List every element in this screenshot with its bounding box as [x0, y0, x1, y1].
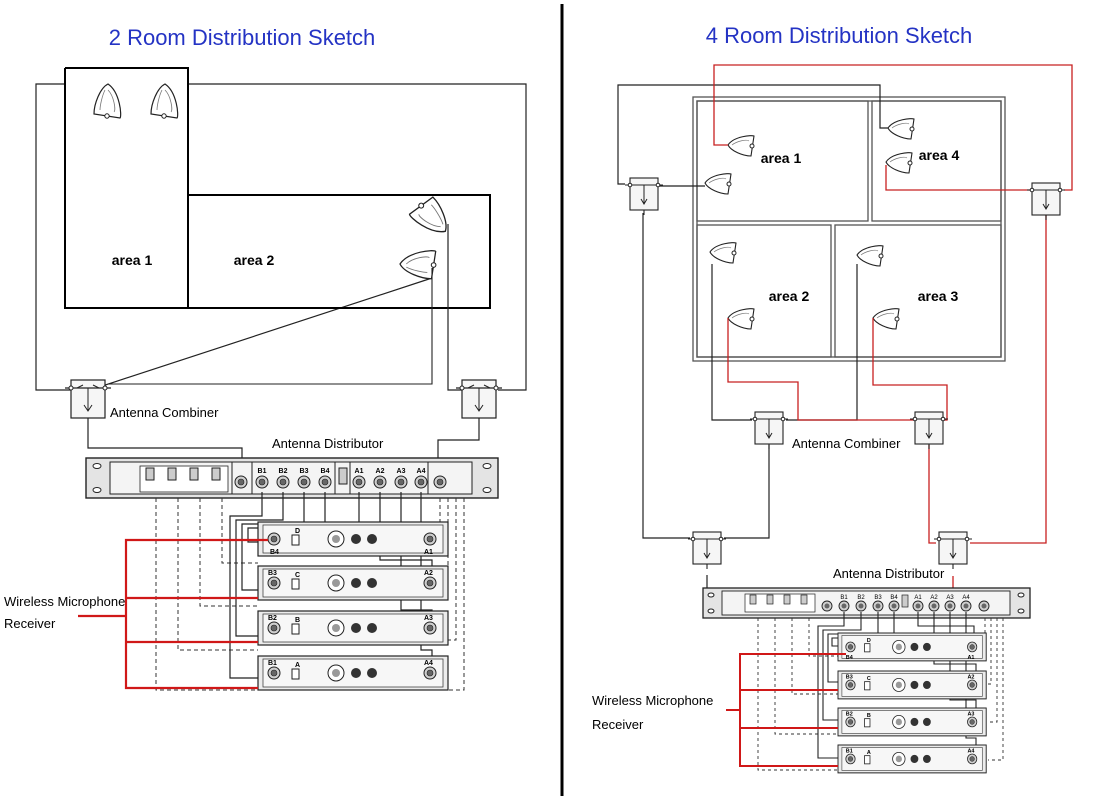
left-rcv-2-channel: C [295, 572, 300, 579]
left-port-b4: B4 [321, 468, 330, 475]
left-panel: 2 Room Distribution Sketch area 1 area 2… [4, 25, 527, 691]
left-port-a4: A4 [417, 468, 426, 475]
right-receiver-1: D B4 A1 [837, 632, 987, 662]
right-combiner-low-b [933, 531, 973, 570]
right-rcv-4-b: B1 [846, 748, 853, 754]
right-title: 4 Room Distribution Sketch [706, 23, 973, 48]
right-port-a3: A3 [946, 595, 954, 601]
left-receiver-2: C B3 A2 [257, 565, 449, 601]
right-rcv-4-a: A4 [967, 748, 975, 754]
left-receiver-label-line2: Receiver [4, 616, 56, 631]
right-rcv-3-b: B2 [846, 711, 853, 717]
right-receiver-4: A B1 A4 [837, 744, 987, 774]
right-rcv-2-b: B3 [846, 674, 853, 680]
left-port-b3: B3 [300, 468, 309, 475]
right-rcv-2-channel: C [867, 676, 871, 682]
right-combiner-mid-b [909, 411, 949, 450]
right-port-b4: B4 [890, 595, 898, 601]
left-rcv-3-b: B2 [268, 615, 277, 622]
right-antenna-4b [885, 152, 913, 174]
left-receiver-label-line1: Wireless Microphone [4, 594, 125, 609]
left-rcv-1-a: A1 [424, 549, 433, 556]
left-rcv-4-channel: A [295, 662, 300, 669]
right-area-3: area 3 [918, 288, 959, 304]
left-port-b1: B1 [258, 468, 267, 475]
left-rcv-3-channel: B [295, 617, 300, 624]
right-rcv-1-a: A1 [967, 655, 974, 661]
right-rcv-1-b: B4 [846, 655, 854, 661]
left-rcv-4-b: B1 [268, 660, 277, 667]
left-rcv-1-b: B4 [270, 549, 279, 556]
right-combiner-left [624, 177, 664, 216]
left-rcv-4-a: A4 [424, 660, 433, 667]
left-distributor-label: Antenna Distributor [272, 436, 384, 451]
left-rcv-1-channel: D [295, 528, 300, 535]
left-antenna-3 [408, 193, 457, 242]
left-receiver-1: D B4 A1 [257, 521, 449, 557]
left-title: 2 Room Distribution Sketch [109, 25, 376, 50]
right-antenna-2b [727, 308, 755, 330]
left-rooms [64, 67, 491, 309]
left-port-b2: B2 [279, 468, 288, 475]
right-combiner-low-a [687, 531, 727, 570]
left-combiner-a [64, 379, 112, 425]
right-area-4: area 4 [919, 147, 960, 163]
right-antenna-2a [709, 242, 737, 264]
right-antenna-1a [727, 135, 755, 157]
right-antenna-4a [887, 118, 915, 140]
right-distributor: B1 B2 B3 B4 A1 A2 A3 A4 [702, 587, 1031, 619]
right-rcv-3-a: A3 [967, 711, 974, 717]
right-antenna-3b [872, 308, 900, 330]
right-port-a2: A2 [930, 595, 938, 601]
right-combiner-right [1026, 182, 1066, 221]
left-distributor: B1 B2 B3 B4 A1 A2 A3 A4 [85, 457, 499, 499]
left-antenna-2 [150, 83, 179, 119]
right-receiver-label-line2: Receiver [592, 717, 644, 732]
left-port-a2: A2 [376, 468, 385, 475]
right-combiner-mid-a [749, 411, 789, 450]
right-rcv-3-channel: B [867, 713, 871, 719]
right-area-1: area 1 [761, 150, 802, 166]
left-rcv-2-b: B3 [268, 570, 277, 577]
left-area-1: area 1 [112, 252, 153, 268]
right-panel: 4 Room Distribution Sketch area 1 area 4… [592, 23, 1073, 774]
left-antenna-1 [93, 83, 122, 119]
right-rcv-2-a: A2 [967, 674, 974, 680]
right-rcv-1-channel: D [867, 638, 871, 644]
right-antenna-1b [704, 173, 732, 195]
right-rcv-4-channel: A [867, 750, 871, 756]
right-rooms [692, 96, 1006, 362]
left-receiver-4: A B1 A4 [257, 655, 449, 691]
left-port-a1: A1 [355, 468, 364, 475]
left-combiner-b [455, 379, 503, 425]
right-receiver-2: C B3 A2 [837, 670, 987, 700]
right-combiner-label: Antenna Combiner [792, 436, 901, 451]
right-receiver-label-line1: Wireless Microphone [592, 693, 713, 708]
right-port-b2: B2 [857, 595, 865, 601]
right-area-2: area 2 [769, 288, 810, 304]
left-rcv-2-a: A2 [424, 570, 433, 577]
right-port-a1: A1 [914, 595, 922, 601]
left-area-2: area 2 [234, 252, 275, 268]
right-receiver-3: B B2 A3 [837, 707, 987, 737]
right-port-a4: A4 [962, 595, 970, 601]
right-port-b3: B3 [874, 595, 882, 601]
left-port-a3: A3 [397, 468, 406, 475]
left-rcv-3-a: A3 [424, 615, 433, 622]
right-port-b1: B1 [840, 595, 848, 601]
right-antenna-3a [856, 245, 884, 267]
left-combiner-label: Antenna Combiner [110, 405, 219, 420]
left-antenna-4 [399, 250, 437, 280]
left-receiver-3: B B2 A3 [257, 610, 449, 646]
right-distributor-label: Antenna Distributor [833, 566, 945, 581]
